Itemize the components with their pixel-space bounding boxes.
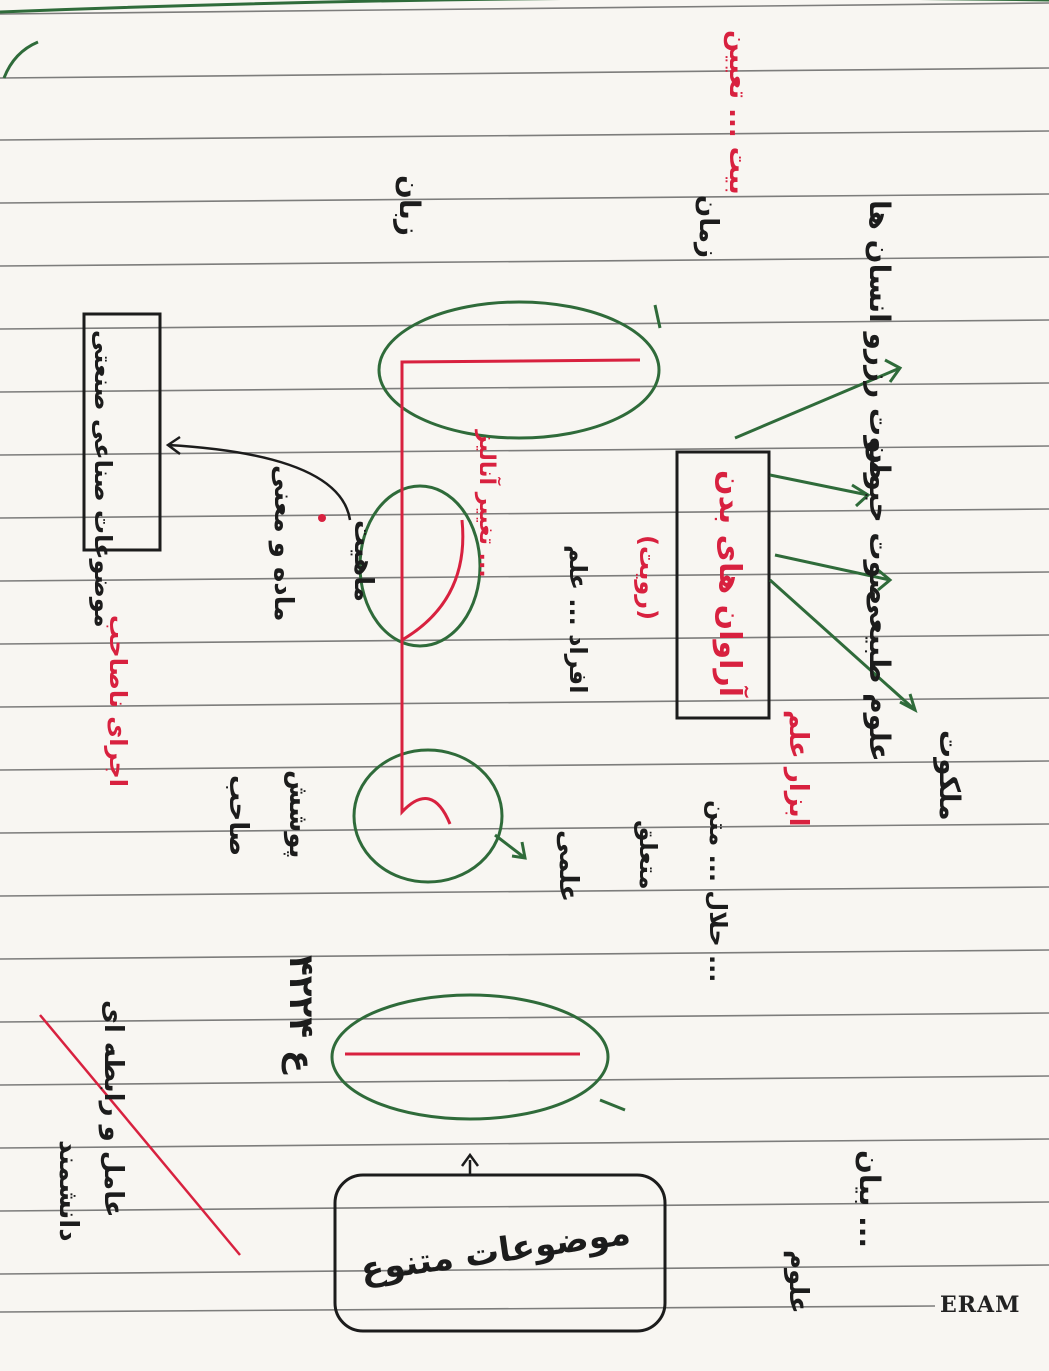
ellipse-mid [358,484,482,648]
note-black-left-5: صاحب [223,775,253,856]
note-black-left-3: موضوعات صناعی صنعتی [89,330,117,628]
note-black-mid-5: زمان [693,195,723,258]
note-bottom-box: موضوعات متنوع [358,1213,633,1290]
note-black-mid-4: زبان [393,175,426,236]
note-bottom-right-2: علوم [783,1250,813,1314]
top-green-line [0,0,1049,14]
left-box [82,312,162,552]
red-loop-mid [401,519,465,642]
note-top-red: بیت ... تعیین [723,30,753,195]
note-red-mid-1: تغییر آنالیز ... [474,429,502,578]
note-green-3: علوم طبیعی [863,590,896,762]
note-bottom-crossed: عامل و رابطه ای [98,1000,128,1218]
note-green-2: صوت حیوان [863,440,896,605]
red-dot [318,514,326,522]
bottom-box [333,1173,667,1333]
red-path-main [400,358,641,825]
note-black-mid-3: علمی [553,830,583,902]
note-box-main-sub: (رویت) [634,535,662,620]
note-green-1: صوت رزرو انسان ها [863,200,896,481]
note-red-left-2: افراد ... علم [564,545,592,694]
ellipse-low [352,748,504,884]
note-bottom-right-1: بیان ... [853,1150,886,1248]
note-black-mid-2: متعلق [634,820,662,890]
green-arrows [494,304,918,1112]
ruled-lines [0,2,1049,1313]
strike-line [39,1014,241,1256]
note-box-main: آراوان های بدن [712,470,749,698]
note-green-4: ملکوت [933,730,966,821]
ellipse-top [377,300,661,440]
note-bottom-left-1: دانشمند [53,1140,83,1242]
note-black-left-2: ماده و معنی [268,465,298,622]
note-black-mid-1: حلال ... متن ... [704,800,732,982]
corner-check [2,40,39,79]
note-black-left-4: پوشش [283,770,313,858]
note-black-left-1: ماهیت [348,520,378,602]
note-red-right-1: ابزار علم [783,710,813,827]
ellipse-bottom [330,993,610,1121]
main-box [675,450,771,720]
note-red-left-1: اجرای ناصاحب [104,615,132,787]
black-arrows [165,435,480,1175]
brand-label: ERAM [940,1292,1021,1318]
note-bottom-number: ۴۲۲۴ ع [281,955,321,1075]
